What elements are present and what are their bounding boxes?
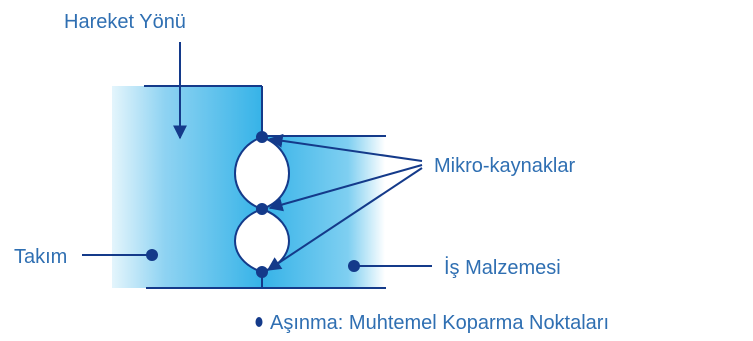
legend-text: Aşınma: Muhtemel Koparma Noktaları (270, 312, 609, 334)
micro-weld-point-1 (256, 131, 268, 143)
micro-weld-pointer-3 (266, 167, 423, 271)
workpiece-label: İş Malzemesi (444, 256, 561, 279)
tool-marker (146, 249, 158, 261)
tool-label: Takım (14, 246, 67, 268)
micro-weld-pointer-1 (268, 133, 423, 162)
workpiece-marker (348, 260, 360, 272)
micro-weld-point-2 (256, 203, 268, 215)
micro-welds-label: Mikro-kaynaklar (434, 155, 575, 177)
micro-weld-point-3 (256, 266, 268, 278)
dot-icon (255, 317, 263, 327)
direction-label: Hareket Yönü (64, 11, 186, 33)
micro-weld-pointer-2 (268, 164, 423, 212)
